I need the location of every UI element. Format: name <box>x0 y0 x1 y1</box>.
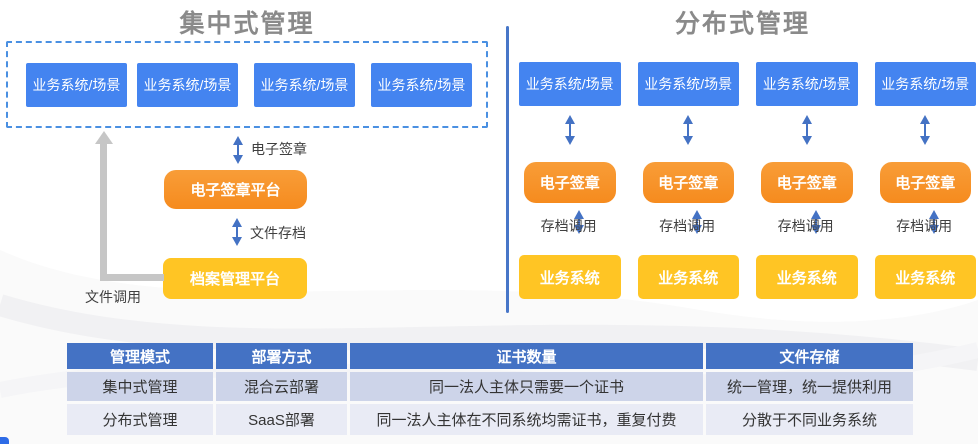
archive-platform-box: 档案管理平台 <box>163 258 307 299</box>
comparison-table: 管理模式 部署方式 证书数量 文件存储 集中式管理 混合云部署 同一法人主体只需… <box>67 343 913 435</box>
archive-call-row: 存档调用 <box>756 203 858 255</box>
business-system-box: 业务系统/场景 <box>756 62 858 106</box>
arrow-slot <box>519 106 621 162</box>
business-system-box: 业务系统/场景 <box>26 63 127 107</box>
esign-box: 电子签章 <box>524 162 616 203</box>
file-call-arrow-icon <box>95 131 113 144</box>
table-cell: 分散于不同业务系统 <box>706 404 913 435</box>
distributed-column: 业务系统/场景 电子签章 存档调用 业务系统 <box>519 62 621 299</box>
distributed-section-title: 分布式管理 <box>674 10 810 38</box>
file-call-arrow-line <box>100 274 164 281</box>
archive-call-label: 存档调用 <box>540 218 597 234</box>
table-cell: 集中式管理 <box>67 372 213 401</box>
archive-call-label: 存档调用 <box>659 218 716 234</box>
double-arrow-icon <box>920 115 931 145</box>
table-header-cell: 部署方式 <box>216 343 347 369</box>
esign-box: 电子签章 <box>642 162 734 203</box>
distributed-columns: 业务系统/场景 电子签章 存档调用 业务系统 业务系统/场景 电子签章 存档调用… <box>519 62 976 299</box>
business-system-box: 业务系统/场景 <box>519 62 621 106</box>
esign-box: 电子签章 <box>761 162 853 203</box>
business-system-store-box: 业务系统 <box>756 255 858 299</box>
business-system-box: 业务系统/场景 <box>371 63 472 107</box>
double-arrow-icon <box>929 210 940 234</box>
centralized-section-title: 集中式管理 <box>179 10 315 38</box>
table-cell: 同一法人主体在不同系统均需证书，重复付费 <box>350 404 703 435</box>
esign-box: 电子签章 <box>879 162 971 203</box>
double-arrow-icon <box>573 210 584 234</box>
double-arrow-icon <box>233 136 243 164</box>
double-arrow-icon <box>810 210 821 234</box>
business-system-store-box: 业务系统 <box>637 255 739 299</box>
archive-call-label: 存档调用 <box>777 218 834 234</box>
business-system-store-box: 业务系统 <box>519 255 621 299</box>
double-arrow-icon <box>692 210 703 234</box>
esign-platform-box: 电子签章平台 <box>164 170 307 209</box>
file-call-label: 文件调用 <box>85 289 141 305</box>
archive-call-row: 存档调用 <box>638 203 740 255</box>
business-system-store-box: 业务系统 <box>874 255 976 299</box>
archive-call-row: 存档调用 <box>519 203 621 255</box>
business-system-box: 业务系统/场景 <box>254 63 355 107</box>
section-divider-line <box>506 26 509 313</box>
distributed-column: 业务系统/场景 电子签章 存档调用 业务系统 <box>756 62 858 299</box>
business-system-box: 业务系统/场景 <box>137 63 238 107</box>
arrow-slot <box>875 106 977 162</box>
table-header-cell: 文件存储 <box>706 343 913 369</box>
archive-call-row: 存档调用 <box>875 203 977 255</box>
double-arrow-icon <box>232 218 242 246</box>
corner-accent-decoration <box>0 437 9 444</box>
esign-flow-label: 电子签章 <box>251 141 307 157</box>
archive-flow-label: 文件存档 <box>250 225 306 241</box>
table-cell: 分布式管理 <box>67 404 213 435</box>
table-cell: 混合云部署 <box>216 372 347 401</box>
table-header-cell: 管理模式 <box>67 343 213 369</box>
table-header-cell: 证书数量 <box>350 343 703 369</box>
double-arrow-icon <box>564 115 575 145</box>
arrow-slot <box>756 106 858 162</box>
business-system-box: 业务系统/场景 <box>637 62 739 106</box>
archive-call-label: 存档调用 <box>896 218 953 234</box>
business-system-box: 业务系统/场景 <box>874 62 976 106</box>
double-arrow-icon <box>801 115 812 145</box>
table-cell: 统一管理，统一提供利用 <box>706 372 913 401</box>
table-cell: 同一法人主体只需要一个证书 <box>350 372 703 401</box>
business-systems-group-border <box>6 41 488 128</box>
table-cell: SaaS部署 <box>216 404 347 435</box>
arrow-slot <box>638 106 740 162</box>
distributed-column: 业务系统/场景 电子签章 存档调用 业务系统 <box>637 62 740 299</box>
double-arrow-icon <box>683 115 694 145</box>
file-call-arrow-line <box>100 142 107 281</box>
distributed-column: 业务系统/场景 电子签章 存档调用 业务系统 <box>874 62 977 299</box>
